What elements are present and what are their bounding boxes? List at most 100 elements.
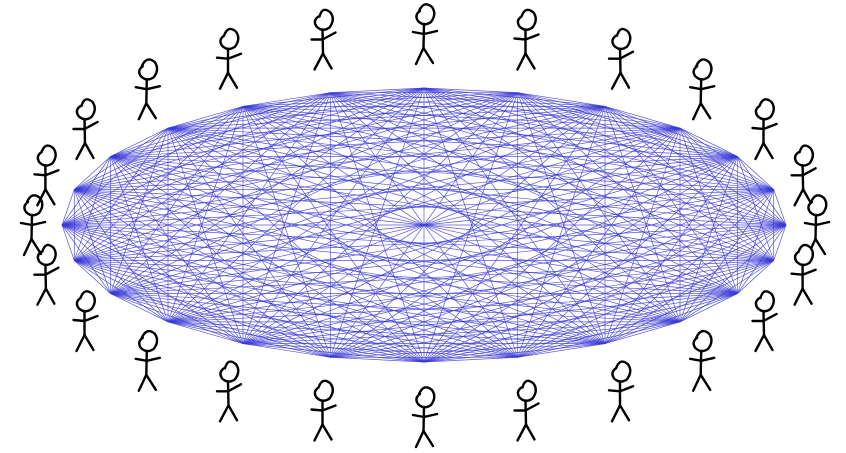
stick-figure-icon: [513, 379, 540, 442]
graph-edge: [110, 293, 331, 358]
graph-edge: [61, 224, 774, 261]
graph-edge: [604, 260, 774, 344]
stick-figure-icon: [607, 27, 635, 90]
graph-edge: [167, 127, 787, 226]
graph-edge: [679, 127, 774, 261]
stick-figure-icon: [689, 58, 716, 121]
graph-edge: [61, 224, 169, 323]
graph-edge: [167, 224, 787, 323]
graph-edge: [110, 156, 774, 190]
graph-edge: [517, 189, 774, 358]
graph-edge: [74, 189, 606, 344]
stick-figure-icon: [72, 290, 99, 353]
graph-edge: [242, 343, 331, 358]
graph-edge: [517, 260, 774, 358]
graph-edge: [423, 87, 606, 107]
graph-edge: [61, 127, 681, 226]
graph-edge: [604, 106, 787, 226]
graph-edge: [679, 127, 738, 157]
graph-edge: [330, 87, 425, 94]
graph-edge: [167, 127, 774, 261]
graph-edge: [423, 87, 738, 157]
graph-edge: [330, 106, 606, 358]
graph-edge: [110, 92, 518, 157]
graph-edge: [423, 92, 519, 363]
graph-edge: [74, 189, 244, 344]
graph-edge: [74, 260, 111, 294]
graph-edge: [423, 87, 606, 344]
graph-edge: [242, 106, 681, 323]
graph-edge: [74, 260, 681, 323]
graph-edge: [423, 87, 774, 190]
graph-edge: [74, 189, 518, 358]
graph-edge: [167, 321, 606, 344]
graph-edge: [330, 92, 681, 129]
graph-edge: [773, 189, 787, 226]
graph-edge: [61, 224, 681, 323]
stick-figure-icon: [689, 329, 716, 392]
graph-edge: [423, 356, 518, 363]
stick-figure-icon: [19, 194, 47, 257]
graph-edge: [74, 260, 425, 363]
stick-figure-icon: [790, 243, 817, 306]
graph-edge: [167, 106, 606, 129]
graph-edge: [74, 156, 738, 261]
graph-edge: [74, 260, 738, 294]
graph-edge: [604, 106, 681, 323]
graph-edge: [167, 87, 425, 129]
graph-edge: [74, 106, 244, 190]
graph-edge: [167, 127, 518, 358]
stick-figures: [19, 3, 831, 449]
graph-edge: [110, 260, 774, 294]
graph-edge: [167, 321, 244, 344]
graph-edge: [737, 189, 775, 294]
graph-edge: [74, 224, 787, 261]
graph-edge: [110, 293, 518, 358]
graph-edge: [110, 189, 774, 294]
graph-edge: [167, 127, 425, 363]
graph-edge: [773, 224, 787, 261]
graph-edge: [242, 92, 518, 344]
graph-edge: [330, 356, 425, 363]
graph-edge: [74, 189, 787, 226]
graph-edge: [604, 106, 738, 157]
graph-edge: [517, 106, 606, 358]
graph-edge: [110, 293, 606, 344]
graph-edge: [330, 156, 738, 358]
graph-edge: [604, 127, 681, 344]
graph-edge: [517, 224, 787, 358]
graph-edge: [110, 127, 169, 294]
graph-edge: [330, 293, 738, 358]
graph-edge: [61, 189, 75, 226]
graph-edge: [604, 189, 774, 344]
graph-edge: [423, 127, 681, 363]
graph-edge: [242, 92, 518, 107]
graph-edge: [167, 127, 738, 294]
graph-edge: [242, 343, 518, 358]
graph-edge: [679, 127, 787, 226]
graph-edge: [74, 106, 606, 261]
graph-edge: [242, 189, 774, 344]
graph-edge: [517, 92, 606, 107]
graph-edge: [423, 87, 738, 294]
graph-edge: [604, 106, 738, 294]
stick-figure-icon: [215, 27, 243, 90]
stick-figure-icon: [33, 144, 60, 207]
graph-edge: [737, 224, 787, 294]
stick-figure-icon: [411, 386, 439, 449]
graph-edge: [74, 87, 425, 190]
stick-figure-icon: [310, 379, 337, 442]
graph-edge: [679, 293, 738, 323]
graph-edge: [423, 87, 518, 94]
graph-edge: [517, 92, 787, 226]
graph-edge: [423, 87, 519, 358]
graph-edge: [517, 92, 738, 157]
graph-edge: [330, 92, 518, 358]
graph-edge: [74, 260, 518, 358]
graph-edge: [167, 127, 606, 344]
graph-edge: [74, 260, 606, 344]
graph-edge: [110, 92, 331, 157]
graph-edge: [110, 92, 518, 294]
graph-edge: [167, 321, 425, 363]
stick-figure-icon: [33, 243, 60, 306]
